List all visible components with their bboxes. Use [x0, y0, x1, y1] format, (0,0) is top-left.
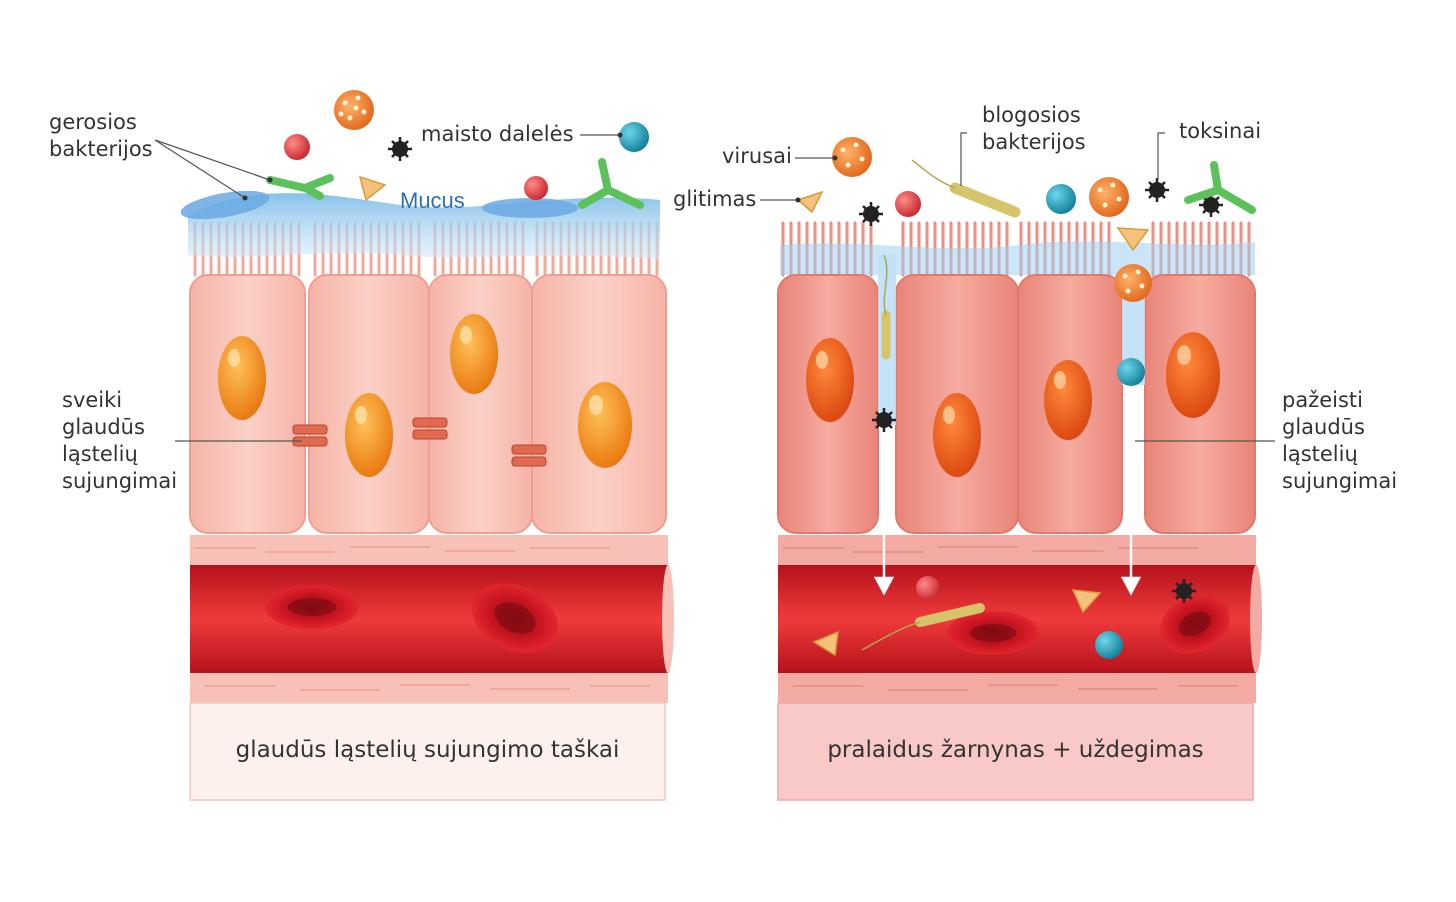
toxin-particle — [859, 202, 883, 226]
caption-right: pralaidus žarnynas + uždegimas — [827, 737, 1204, 763]
label-healthy-junctions: sveiki glaudūs ląstelių sujungimai — [62, 388, 178, 493]
red-blood-cell — [1160, 594, 1230, 654]
epithelial-cell — [308, 274, 430, 534]
leak-arrow — [1120, 385, 1142, 596]
inflamed-cell — [1144, 274, 1256, 534]
virus-particle — [334, 90, 374, 130]
bad-bacteria — [911, 159, 1021, 218]
label-virus: virusai — [722, 144, 792, 168]
leak-arrow — [873, 420, 895, 596]
label-damaged-junctions: pažeisti glaudūs ląstelių sujungimai — [1282, 388, 1398, 493]
inflamed-cell — [777, 274, 879, 534]
teal-particle — [1095, 631, 1123, 659]
teal-particle — [1117, 358, 1145, 386]
mucus-label: Mucus — [400, 188, 465, 213]
label-gluten: glitimas — [673, 187, 757, 211]
left-blood-vessel — [190, 565, 668, 673]
red-blood-cell — [265, 585, 359, 629]
toxin-particle — [1145, 178, 1169, 202]
teal-particle — [619, 122, 649, 152]
good-bacteria — [266, 158, 644, 209]
label-good-bacteria: gerosios bakterijos — [49, 110, 153, 161]
teal-particle — [1046, 184, 1076, 214]
red-blood-cell — [947, 611, 1039, 655]
toxin-particle — [1172, 579, 1196, 603]
caption-left: glaudūs ląstelių sujungimo taškai — [235, 737, 620, 763]
red-particle — [916, 576, 940, 600]
toxin-particle — [1199, 193, 1223, 217]
label-bad-bacteria: blogosios bakterijos — [982, 103, 1086, 154]
epithelial-cell — [428, 274, 533, 534]
label-food-particles: maisto dalelės — [421, 122, 574, 146]
red-particle — [284, 134, 310, 160]
epithelial-cell — [189, 274, 306, 534]
good-bacteria — [1184, 161, 1256, 214]
virus-particle — [1089, 177, 1129, 217]
virus-particle — [1114, 264, 1152, 302]
red-blood-cell — [472, 583, 558, 653]
label-toxins: toksinai — [1179, 119, 1262, 143]
right-panel — [760, 132, 1275, 801]
toxin-particle — [872, 408, 896, 432]
gluten-particle — [812, 630, 839, 657]
tight-junction — [292, 417, 547, 467]
right-caption-box — [777, 702, 1254, 801]
gluten-particle — [1116, 227, 1150, 252]
red-particle — [895, 191, 921, 217]
bad-bacteria — [861, 603, 985, 651]
toxin-particle — [388, 137, 412, 161]
left-panel: Mucus — [154, 90, 674, 801]
left-caption-box — [189, 702, 666, 801]
inflamed-cell — [1017, 274, 1123, 534]
virus-particle — [832, 137, 872, 177]
red-particle — [524, 176, 548, 200]
gluten-particle — [1071, 589, 1102, 614]
inflamed-cell — [895, 274, 1019, 534]
gluten-particle — [796, 190, 824, 214]
gluten-particle — [358, 175, 387, 202]
epithelial-cell — [531, 274, 667, 534]
